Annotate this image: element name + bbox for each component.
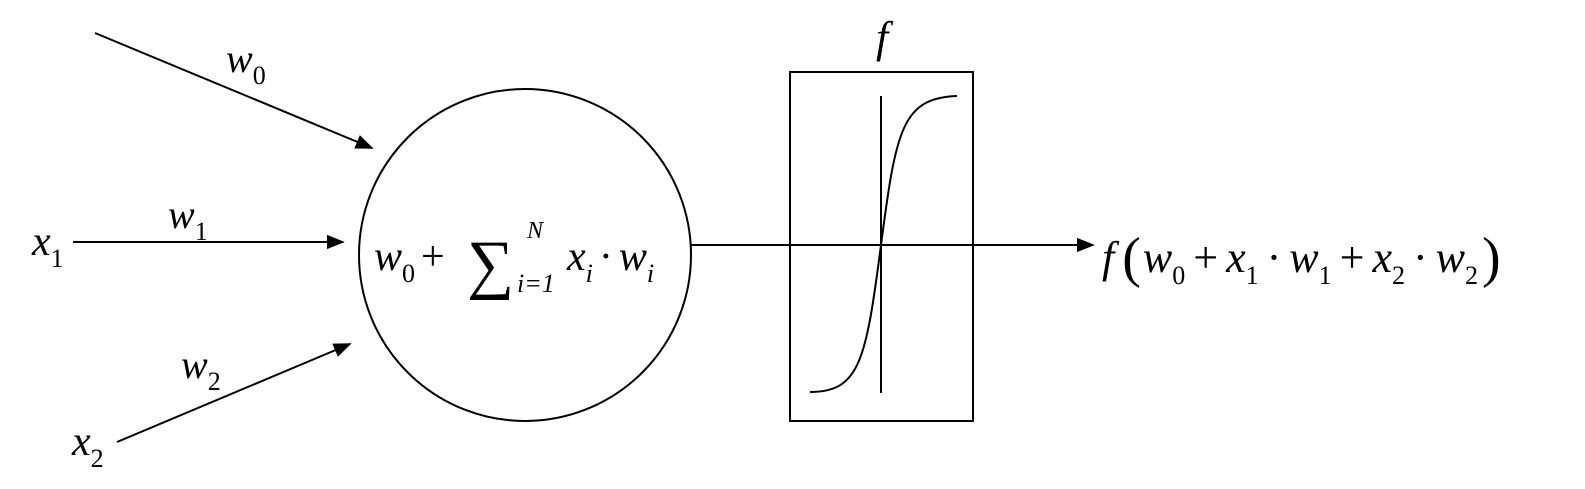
neuron-circle (358, 88, 692, 422)
summation-symbol: ∑ (467, 228, 514, 301)
sigmoid-curve (809, 95, 958, 393)
w1-label: w1 (168, 192, 208, 246)
w0-label: w0 (226, 36, 266, 90)
activation-box (789, 71, 974, 422)
x1-label: x1 (31, 219, 64, 273)
x2-label: x2 (71, 419, 104, 473)
activation-label: f (876, 13, 894, 62)
summation-lower: i=1 (517, 269, 555, 298)
w2-label: w2 (181, 342, 221, 396)
neuron-formula: w0+ (374, 234, 445, 288)
neuron-formula-tail: xi·wi (566, 234, 654, 288)
output-formula: f(w0+x1·w1+x2·w2) (1102, 227, 1501, 290)
w0-arrow (94, 32, 374, 149)
summation-upper: N (526, 218, 545, 244)
x2-arrow (116, 343, 352, 443)
